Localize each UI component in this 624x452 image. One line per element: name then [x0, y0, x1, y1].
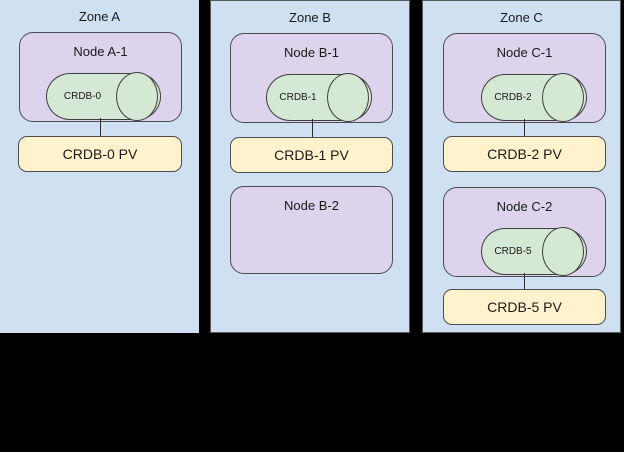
- zone-b-title: Zone B: [289, 10, 331, 25]
- cylinder-cap: [542, 227, 584, 276]
- database-crdb-0-label: CRDB-0: [63, 91, 102, 102]
- volume-crdb-0-pv[interactable]: CRDB-0 PV: [18, 136, 182, 172]
- database-crdb-2[interactable]: CRDB-2: [481, 73, 587, 122]
- node-c-1[interactable]: Node C-1 CRDB-2: [443, 33, 606, 123]
- volume-crdb-5-pv[interactable]: CRDB-5 PV: [443, 289, 606, 325]
- zone-c-title: Zone C: [500, 10, 543, 25]
- node-c-2-title: Node C-2: [496, 199, 553, 214]
- volume-crdb-1-pv[interactable]: CRDB-1 PV: [230, 137, 393, 173]
- zone-a-panel: Zone A Node A-1 CRDB-0 CRDB-0 PV: [0, 0, 199, 333]
- node-b-1[interactable]: Node B-1 CRDB-1: [230, 33, 393, 123]
- volume-crdb-5-pv-label: CRDB-5 PV: [487, 299, 562, 315]
- volume-crdb-0-pv-label: CRDB-0 PV: [62, 146, 138, 162]
- connector-crdb-5-to-pv: [524, 273, 525, 291]
- node-b-2[interactable]: Node B-2: [230, 186, 393, 274]
- database-crdb-2-label: CRDB-2: [494, 92, 532, 103]
- zone-c-panel: Zone C Node C-1 CRDB-2 CRDB-2 PV Node C-…: [422, 0, 621, 333]
- connector-crdb-1-to-pv: [312, 119, 313, 138]
- node-b-1-title: Node B-1: [284, 45, 339, 60]
- connector-crdb-2-to-pv: [524, 119, 525, 137]
- zone-b-panel: Zone B Node B-1 CRDB-1 CRDB-1 PV Node B-…: [210, 0, 410, 333]
- volume-crdb-2-pv-label: CRDB-2 PV: [487, 146, 562, 162]
- database-crdb-0[interactable]: CRDB-0: [46, 72, 161, 121]
- node-b-2-title: Node B-2: [284, 198, 339, 213]
- node-a-1-title: Node A-1: [73, 44, 128, 59]
- database-crdb-1[interactable]: CRDB-1: [266, 73, 372, 122]
- node-c-1-title: Node C-1: [496, 45, 553, 60]
- database-crdb-5-label: CRDB-5: [494, 246, 532, 257]
- connector-crdb-0-to-pv: [100, 118, 101, 137]
- volume-crdb-1-pv-label: CRDB-1 PV: [274, 147, 349, 163]
- cylinder-cap: [542, 73, 584, 122]
- node-a-1[interactable]: Node A-1 CRDB-0: [19, 32, 182, 122]
- database-crdb-5[interactable]: CRDB-5: [481, 227, 587, 276]
- volume-crdb-2-pv[interactable]: CRDB-2 PV: [443, 136, 606, 172]
- database-crdb-1-label: CRDB-1: [279, 92, 317, 103]
- cylinder-cap: [116, 72, 158, 121]
- zone-a-title: Zone A: [78, 9, 121, 24]
- node-c-2[interactable]: Node C-2 CRDB-5: [443, 187, 606, 277]
- cylinder-cap: [327, 73, 369, 122]
